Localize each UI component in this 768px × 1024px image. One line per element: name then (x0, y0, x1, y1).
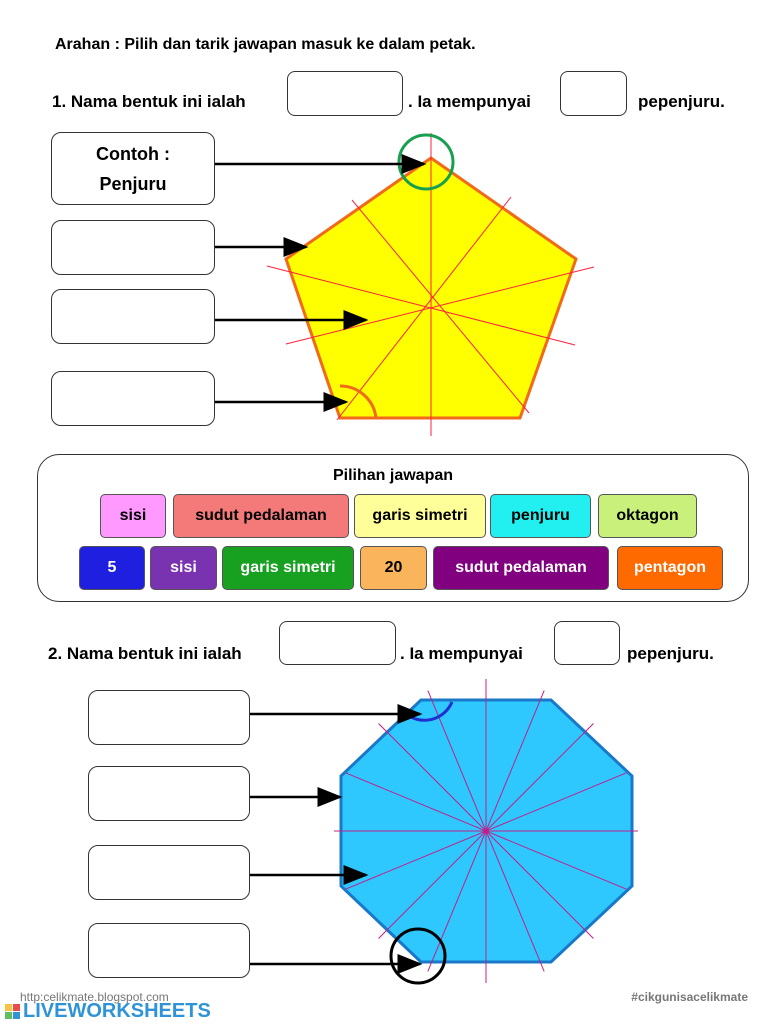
q2-arrows (250, 704, 423, 974)
q2-diagonal-count-dropzone[interactable] (554, 621, 620, 665)
q1-arrows (215, 154, 427, 412)
choice-sudut-pedalaman-salmon[interactable]: sudut pedalaman (173, 494, 349, 538)
q2-label-dropzone-1[interactable] (88, 690, 250, 745)
q1-label-dropzone-1[interactable] (51, 220, 215, 275)
vertex-highlight-circle (397, 133, 455, 191)
pentagon-symmetry-line (351, 199, 530, 414)
pentagon-symmetry-line (336, 196, 512, 421)
choice-sisi-purple[interactable]: sisi (150, 546, 217, 590)
q1-shape-name-dropzone[interactable] (287, 71, 403, 116)
octagon-symmetry-line (378, 723, 594, 939)
q2-label-dropzone-4[interactable] (88, 923, 250, 978)
pentagon-symmetry-line (266, 265, 576, 346)
question2-prefix: 2. Nama bentuk ini ialah (48, 644, 242, 663)
choice-garis-simetri-green[interactable]: garis simetri (222, 546, 354, 590)
footer-url: http:celikmate.blogspot.com (20, 990, 169, 1004)
octagon-symmetry-line (345, 772, 627, 890)
q1-label-dropzone-3[interactable] (51, 371, 215, 426)
choice-garis-simetri-yellow[interactable]: garis simetri (354, 494, 486, 538)
choice-oktagon-green[interactable]: oktagon (598, 494, 697, 538)
q1-diagonal-count-dropzone[interactable] (560, 71, 627, 116)
interior-angle-arc (339, 384, 378, 419)
answer-choices-panel: Pilihan jawapan (37, 454, 749, 602)
answer-choices-title: Pilihan jawapan (332, 467, 454, 484)
pentagon-symmetry-line (285, 266, 595, 345)
vertex-highlight-circle-2 (389, 927, 447, 985)
example-label-box: Contoh : Penjuru (51, 132, 215, 205)
octagon-symmetry-line (378, 723, 594, 939)
choice-sisi-pink[interactable]: sisi (100, 494, 166, 538)
example-value: Penjuru (99, 173, 167, 194)
choice-pentagon-orange[interactable]: pentagon (617, 546, 723, 590)
pentagon-polygon (284, 156, 578, 420)
question2-suffix: pepenjuru. (627, 644, 714, 663)
q1-label-dropzone-2[interactable] (51, 289, 215, 344)
octagon-symmetry-line (345, 772, 627, 890)
q2-shape-name-dropzone[interactable] (279, 621, 396, 665)
liveworksheets-logo-text: LIVEWORKSHEETS (23, 1000, 211, 1022)
octagon-polygon (339, 698, 634, 964)
choice-sudut-pedalaman-purple[interactable]: sudut pedalaman (433, 546, 609, 590)
octagon-symmetry-line (427, 690, 545, 972)
choice-5-blue[interactable]: 5 (79, 546, 145, 590)
choice-penjuru-cyan[interactable]: penjuru (490, 494, 591, 538)
question1-middle: . Ia mempunyai (408, 92, 531, 111)
octagon-symmetry-line (427, 690, 545, 972)
footer-hashtag: #cikgunisacelikmate (631, 990, 748, 1004)
example-title: Contoh : (96, 143, 170, 164)
liveworksheets-logo: LIVEWORKSHEETS (5, 1000, 211, 1023)
interior-angle-arc-2 (405, 701, 454, 722)
choice-20-orange[interactable]: 20 (360, 546, 427, 590)
question2-middle: . Ia mempunyai (400, 644, 523, 663)
q2-label-dropzone-3[interactable] (88, 845, 250, 900)
octagon-shape (334, 679, 638, 985)
pentagon-shape (266, 133, 595, 436)
question1-prefix: 1. Nama bentuk ini ialah (52, 92, 246, 111)
liveworksheets-logo-icon (5, 1004, 20, 1019)
instruction-text: Arahan : Pilih dan tarik jawapan masuk k… (55, 36, 476, 53)
q2-label-dropzone-2[interactable] (88, 766, 250, 821)
question1-suffix: pepenjuru. (638, 92, 725, 111)
